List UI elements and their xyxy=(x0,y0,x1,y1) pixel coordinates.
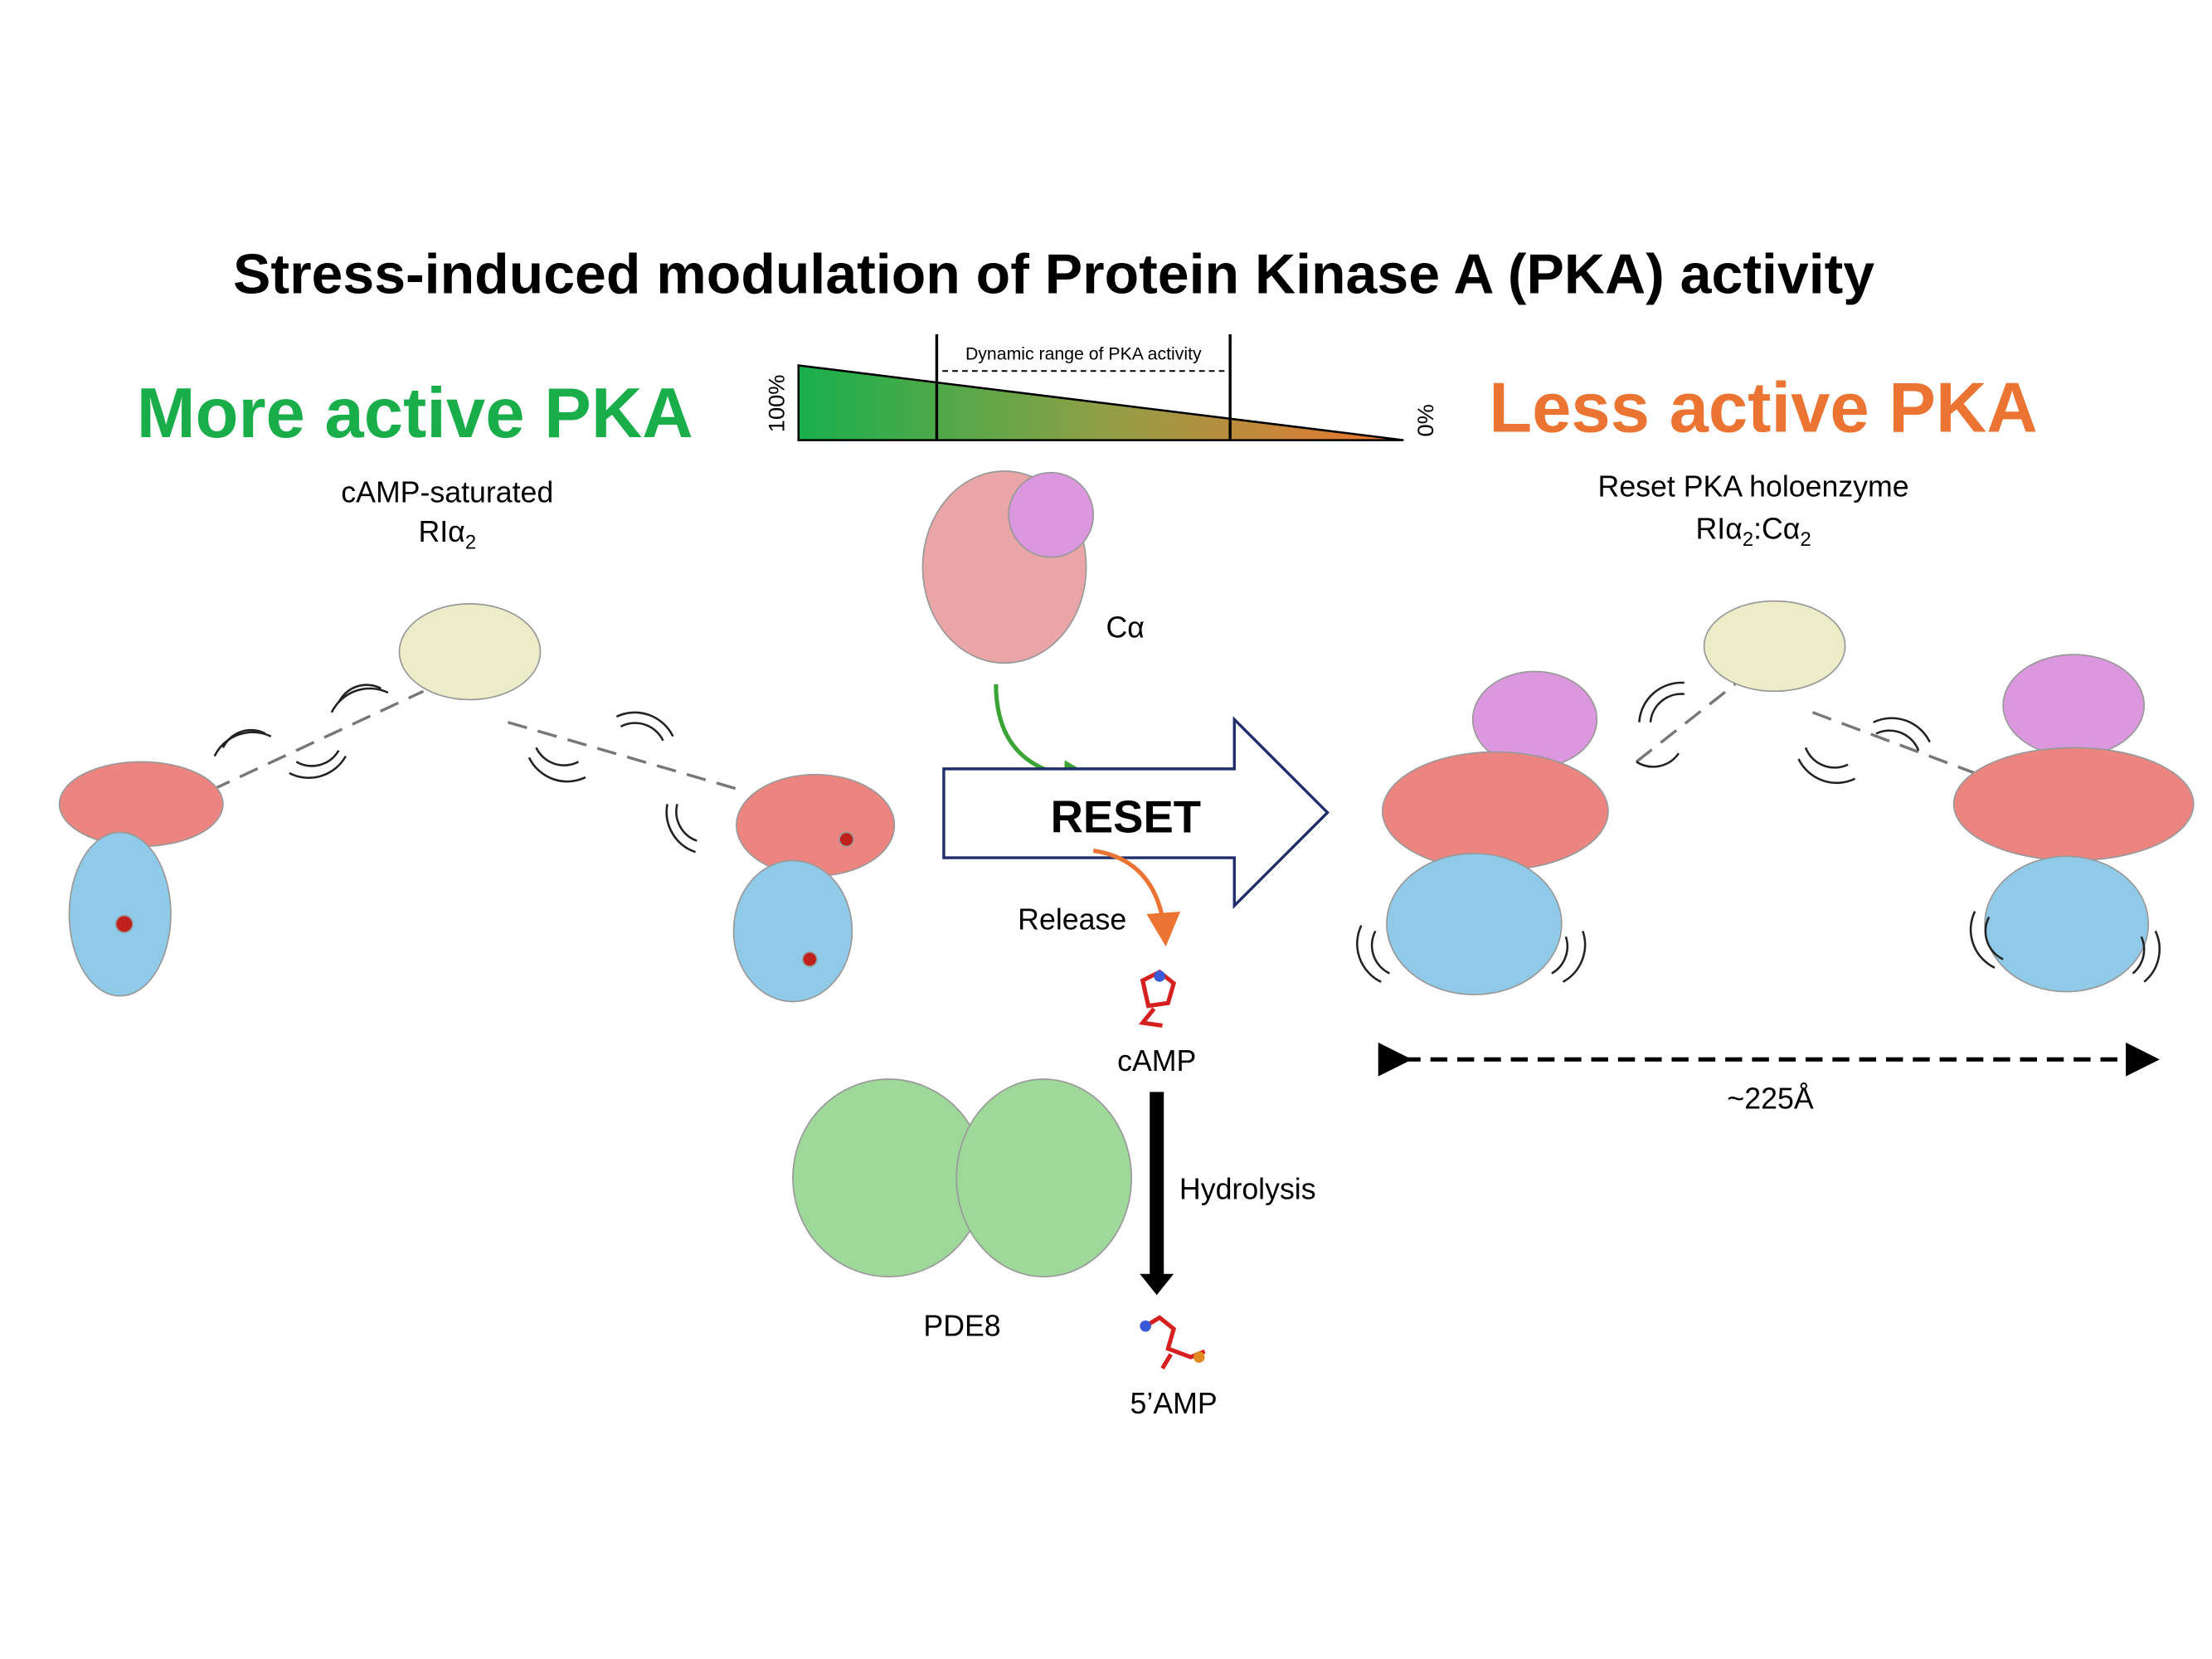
reset-label: RESET xyxy=(1051,791,1201,842)
release-label: Release xyxy=(1018,903,1126,937)
high-label: 100% xyxy=(764,375,790,433)
calpha-label: Cα xyxy=(1106,611,1145,645)
riα2-structure xyxy=(58,603,896,1003)
figure-title: Stress-induced modulation of Protein Kin… xyxy=(233,243,1874,306)
less-active-heading: Less active PKA xyxy=(1489,368,2038,447)
right-panel-line2: RIα2:Cα2 xyxy=(1696,513,1811,552)
release-arrow xyxy=(1092,848,1181,947)
hydrolysis-arrowhead xyxy=(1140,1273,1174,1296)
amp-label: 5’AMP xyxy=(1130,1387,1218,1420)
pde8-structure xyxy=(792,1078,1132,1277)
distance-label: ~225Å xyxy=(1727,1082,1813,1116)
more-active-heading: More active PKA xyxy=(137,374,693,453)
reset-arrow xyxy=(942,716,1330,909)
camp-label: cAMP xyxy=(1117,1044,1196,1078)
pde8-label: PDE8 xyxy=(923,1310,1000,1343)
left-panel-line2: RIα2 xyxy=(418,515,476,554)
left-panel-line1: cAMP-saturated xyxy=(341,475,553,508)
low-label: 0% xyxy=(1412,404,1438,436)
right-panel-line1: Reset PKA holoenzyme xyxy=(1598,470,1909,504)
hydrolysis-label: Hydrolysis xyxy=(1179,1173,1316,1206)
activity-gradient: Dynamic range of PKA activity 100% 0% xyxy=(764,334,1438,441)
gradient-triangle xyxy=(797,364,1404,441)
camp-molecule-icon xyxy=(1138,969,1177,1028)
range-label: Dynamic range of PKA activity xyxy=(965,344,1202,364)
calpha-binding-arrow xyxy=(994,684,1098,795)
holoenzyme-structure xyxy=(1356,600,2195,995)
amp-molecule-icon xyxy=(1140,1315,1206,1370)
calpha-structure xyxy=(921,470,1095,664)
